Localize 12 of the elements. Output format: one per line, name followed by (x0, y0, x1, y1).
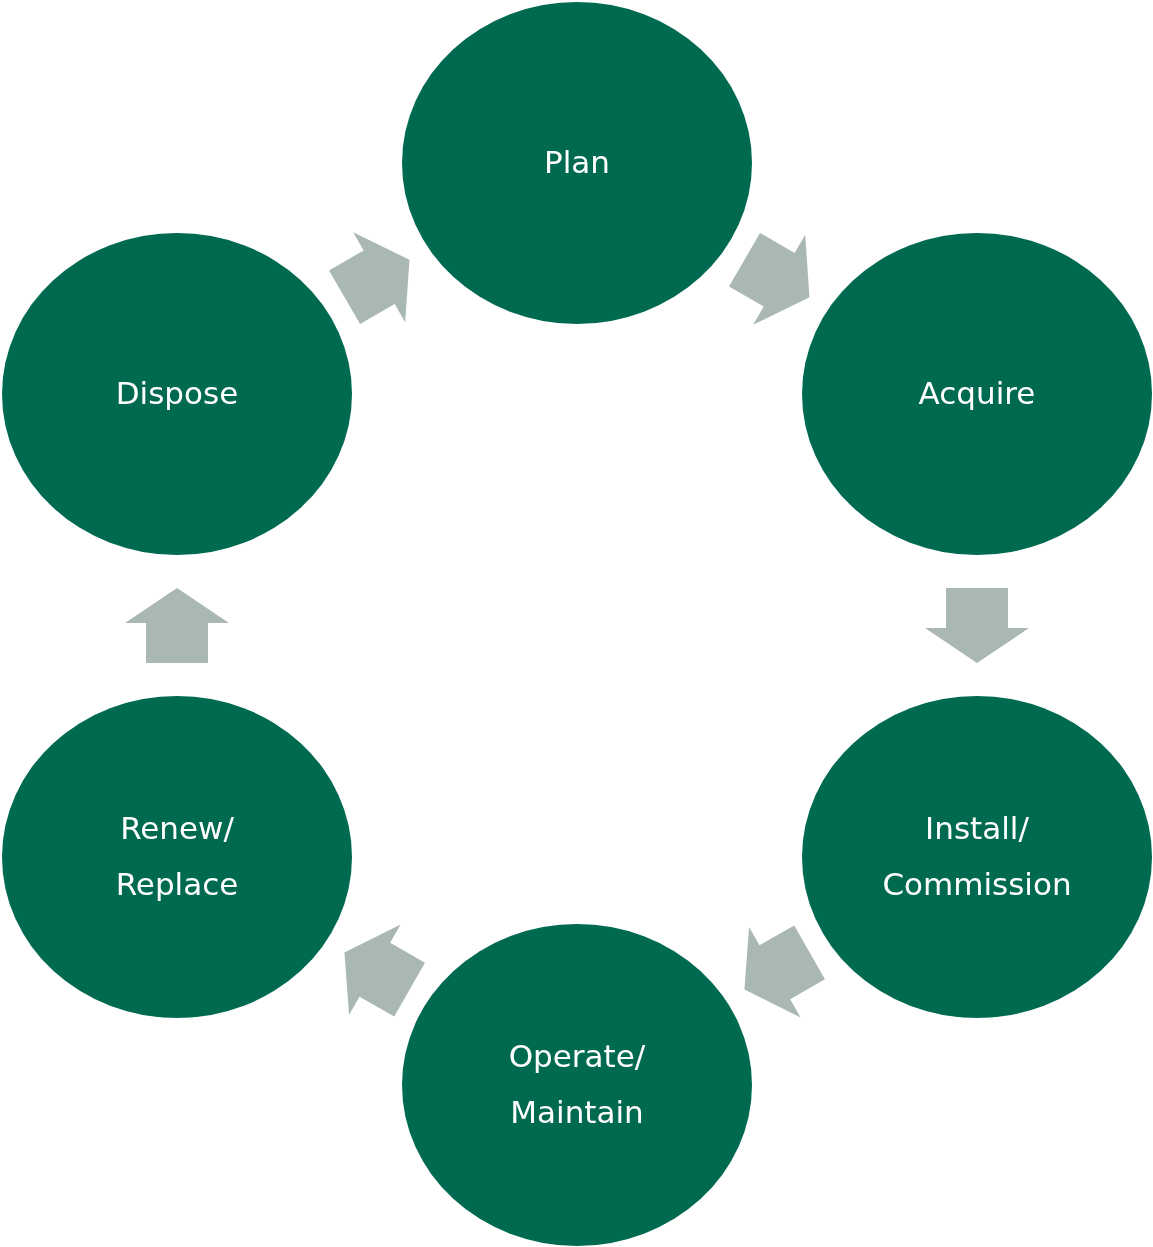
block-arrow (925, 588, 1029, 663)
block-arrow (729, 232, 810, 325)
stage-label: Install/ Commission (881, 809, 1073, 904)
block-arrow (329, 232, 410, 325)
stage-label: Operate/ Maintain (507, 1037, 647, 1132)
stage-label: Plan (543, 143, 611, 183)
block-arrow (744, 925, 825, 1018)
stage-label: Renew/ Replace (114, 809, 240, 904)
block-arrow (344, 924, 425, 1017)
stage-label: Dispose (114, 374, 240, 414)
block-arrow (125, 588, 229, 663)
stage-label: Acquire (917, 374, 1037, 414)
